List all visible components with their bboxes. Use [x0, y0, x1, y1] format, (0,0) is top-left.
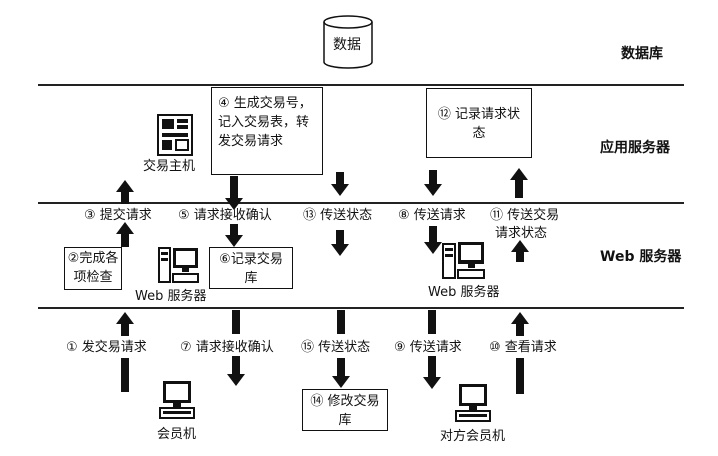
- step-5-label: ⑤ 请求接收确认: [178, 208, 272, 223]
- step-11-label-line2: 请求状态: [495, 226, 548, 241]
- arrow-step-15-down: [332, 358, 350, 388]
- separator-web-client: [38, 307, 684, 309]
- layer-label-database: 数据库: [621, 46, 663, 62]
- arrow-step-6-down: [225, 224, 243, 247]
- web-server-left-label: Web 服务器: [135, 289, 207, 304]
- separator-app-web: [38, 202, 684, 204]
- step-8-label: ⑧ 传送请求: [398, 208, 466, 223]
- web-server-right-label: Web 服务器: [428, 285, 500, 300]
- arrow-step-9-top: [428, 310, 436, 334]
- arrow-step-11-bottom: [511, 240, 529, 262]
- arrow-step-8-top: [424, 170, 442, 196]
- transaction-host-label: 交易主机: [143, 159, 196, 174]
- arrow-step-3-up: [116, 180, 134, 204]
- step-12-text: ⑫ 记录请求状态: [437, 107, 521, 141]
- arrow-step-8-bottom: [424, 226, 442, 254]
- step-1-label: ① 发交易请求: [66, 340, 147, 355]
- layer-label-app-server: 应用服务器: [600, 140, 670, 156]
- arrow-step-10-up: [511, 312, 529, 336]
- arrow-step-7-down: [227, 356, 245, 386]
- step-14-box: ⑭ 修改交易库: [302, 389, 388, 431]
- arrow-step-7-top: [232, 310, 240, 334]
- arrow-step-13-top: [331, 172, 349, 196]
- step-9-label: ⑨ 传送请求: [394, 340, 462, 355]
- step-10-label: ⑩ 查看请求: [489, 340, 557, 355]
- step-3-label: ③ 提交请求: [84, 208, 152, 223]
- arrow-step-9-down: [423, 356, 441, 389]
- web-server-left-icon: [158, 247, 199, 283]
- step-4-text: ④ 生成交易号，记入交易表，转发交易请求: [218, 96, 312, 149]
- arrow-step-1-up: [116, 312, 134, 336]
- step-2-box: ②完成各项检查: [64, 247, 122, 290]
- transaction-host-icon: [157, 114, 193, 156]
- arrow-step-13-bottom: [331, 230, 349, 256]
- counterparty-computer-icon: [455, 384, 491, 422]
- member-computer-icon: [159, 381, 195, 419]
- member-computer-label: 会员机: [157, 427, 197, 442]
- step-14-text: ⑭ 修改交易库: [310, 394, 380, 428]
- counterparty-computer-label: 对方会员机: [440, 429, 506, 444]
- arrow-step-10-up-lower: [516, 358, 524, 394]
- step-2-text: ②完成各项检查: [67, 251, 119, 285]
- arrow-step-1-up-lower: [121, 358, 129, 392]
- step-15-label: ⑮ 传送状态: [301, 340, 371, 355]
- web-server-right-icon: [442, 242, 485, 279]
- step-4-box: ④ 生成交易号，记入交易表，转发交易请求: [211, 87, 323, 175]
- arrow-step-2-up: [116, 222, 134, 247]
- arrow-step-5-down: [225, 176, 243, 210]
- layer-label-web-server: Web 服务器: [600, 249, 682, 265]
- database-label: 数据: [333, 37, 361, 53]
- step-6-box: ⑥记录交易库: [209, 247, 293, 289]
- arrow-step-15-top: [337, 310, 345, 334]
- database-cylinder-icon: [323, 15, 373, 69]
- step-12-box: ⑫ 记录请求状态: [426, 88, 532, 158]
- separator-db-app: [38, 84, 684, 86]
- step-7-label: ⑦ 请求接收确认: [180, 340, 274, 355]
- step-6-text: ⑥记录交易库: [219, 252, 283, 286]
- step-13-label: ⑬ 传送状态: [303, 208, 373, 223]
- step-11-label-line1: ⑪ 传送交易: [490, 208, 560, 223]
- arrow-step-11-top: [510, 168, 528, 198]
